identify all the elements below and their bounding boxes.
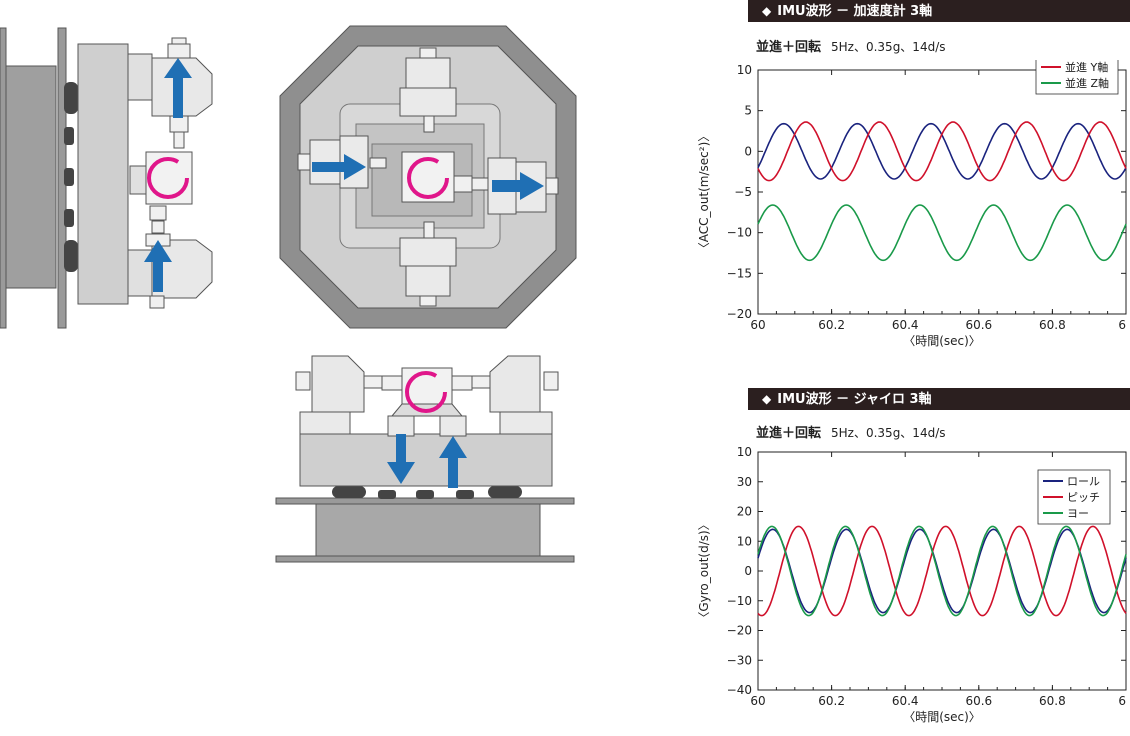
acc-y-tick-label: 0: [744, 144, 752, 158]
gyro-x-axis-label: 〈時間(sec)〉: [903, 710, 981, 724]
acc-x-tick-label: 60.8: [1039, 318, 1066, 332]
diamond-icon: ◆: [762, 392, 772, 406]
acc-chart-header: ◆ IMU波形 － 加速度計 3軸: [748, 0, 1130, 22]
acc-chart-subtitle: 並進＋回転 5Hz、0.35g、14d/s: [756, 36, 946, 55]
acc-x-tick-label: 60.6: [965, 318, 992, 332]
acc-series-line-2: [757, 121, 1127, 182]
gyro-chart-panel: ◆ IMU波形 － ジャイロ 3軸 並進＋回転 5Hz、0.35g、14d/s: [748, 388, 1130, 736]
side-view: [0, 27, 213, 329]
acc-legend-label: 並進 Y軸: [1065, 60, 1108, 74]
gyro-subtitle-note: 5Hz、0.35g、14d/s: [831, 426, 946, 440]
acc-y-tick-label: −10: [727, 226, 752, 240]
gyro-legend-label: ピッチ: [1067, 491, 1100, 504]
front-view: [275, 355, 575, 563]
gyro-legend-label: ヨー: [1067, 507, 1089, 520]
acc-x-tick-label: 6: [1118, 318, 1126, 332]
gyro-legend-label: ロール: [1067, 475, 1100, 488]
acc-legend-label: 並進 Z軸: [1065, 76, 1109, 90]
acc-x-tick-label: 60.2: [818, 318, 845, 332]
gyro-y-tick-label: −30: [727, 653, 752, 667]
gyro-y-tick-label: 10: [737, 446, 752, 459]
shaker-diagram: [0, 25, 577, 563]
gyro-x-tick-label: 60.2: [818, 694, 845, 708]
gyro-y-tick-label: −40: [727, 683, 752, 697]
gyro-x-tick-label: 60: [750, 694, 765, 708]
acc-chart-panel: ◆ IMU波形 － 加速度計 3軸 並進＋回転 5Hz、0.35g、14d/s: [748, 0, 1130, 360]
acc-subtitle-note: 5Hz、0.35g、14d/s: [831, 40, 946, 54]
gyro-y-tick-label: 0: [744, 564, 752, 578]
gyro-chart-title: IMU波形 － ジャイロ 3軸: [777, 392, 932, 407]
acc-x-tick-label: 60.4: [892, 318, 919, 332]
acc-y-axis-label: 〈ACC_out(m/sec²)〉: [697, 130, 711, 255]
acc-x-tick-label: 60: [750, 318, 765, 332]
acc-subtitle-label: 並進＋回転: [756, 40, 822, 55]
acc-series-line-1: [757, 122, 1127, 180]
acc-y-tick-label: −20: [727, 307, 752, 321]
acc-x-axis-label: 〈時間(sec)〉: [903, 334, 981, 348]
gyro-series-line-3: [757, 525, 1127, 617]
gyro-subtitle-label: 並進＋回転: [756, 426, 822, 441]
gyro-x-tick-label: 6: [1118, 694, 1126, 708]
gyro-x-tick-label: 60.6: [965, 694, 992, 708]
acc-y-tick-label: 5: [744, 104, 752, 118]
gyro-x-tick-label: 60.8: [1039, 694, 1066, 708]
gyro-series-line-2: [757, 525, 1127, 617]
acc-legend: [1035, 60, 1119, 95]
gyro-series-line-1: [757, 528, 1127, 614]
gyro-y-axis-label: 〈Gyro_out(d/s)〉: [697, 518, 711, 623]
acc-plot-frame: [757, 69, 1127, 315]
gyro-y-tick-label: 30: [737, 475, 752, 489]
gyro-chart-header: ◆ IMU波形 － ジャイロ 3軸: [748, 388, 1130, 410]
gyro-y-tick-label: −10: [727, 594, 752, 608]
acc-y-tick-label: −5: [734, 185, 752, 199]
gyro-chart-subtitle: 並進＋回転 5Hz、0.35g、14d/s: [756, 422, 946, 441]
gyro-y-tick-label: 20: [737, 505, 752, 519]
gyro-y-tick-label: −20: [727, 624, 752, 638]
gyro-x-tick-label: 60.4: [892, 694, 919, 708]
acc-chart-title: IMU波形 － 加速度計 3軸: [777, 4, 933, 19]
acc-y-tick-label: 10: [737, 63, 752, 77]
diamond-icon: ◆: [762, 4, 772, 18]
gyro-y-tick-label: 10: [737, 534, 752, 548]
acc-y-tick-label: −15: [727, 266, 752, 280]
acc-series-line-3: [757, 204, 1127, 262]
top-view: [279, 25, 577, 329]
